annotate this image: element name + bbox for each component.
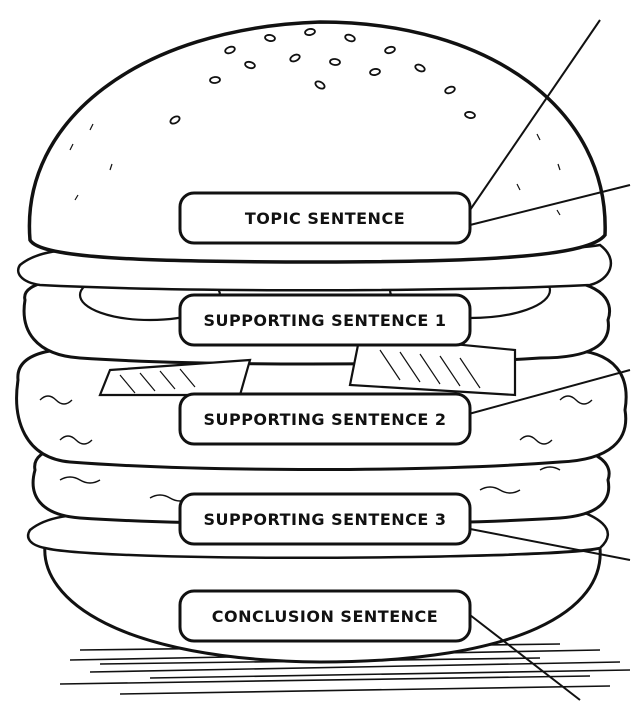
label-supporting-2: SUPPORTING SENTENCE 2 bbox=[180, 394, 470, 444]
label-conclusion: CONCLUSION SENTENCE bbox=[180, 591, 470, 641]
label-text: CONCLUSION SENTENCE bbox=[212, 607, 438, 626]
label-supporting-1: SUPPORTING SENTENCE 1 bbox=[180, 295, 470, 345]
label-text: SUPPORTING SENTENCE 3 bbox=[203, 510, 446, 529]
label-topic: TOPIC SENTENCE bbox=[180, 193, 470, 243]
label-text: SUPPORTING SENTENCE 2 bbox=[203, 410, 446, 429]
label-text: TOPIC SENTENCE bbox=[245, 209, 405, 228]
label-text: SUPPORTING SENTENCE 1 bbox=[203, 311, 446, 330]
label-supporting-3: SUPPORTING SENTENCE 3 bbox=[180, 494, 470, 544]
